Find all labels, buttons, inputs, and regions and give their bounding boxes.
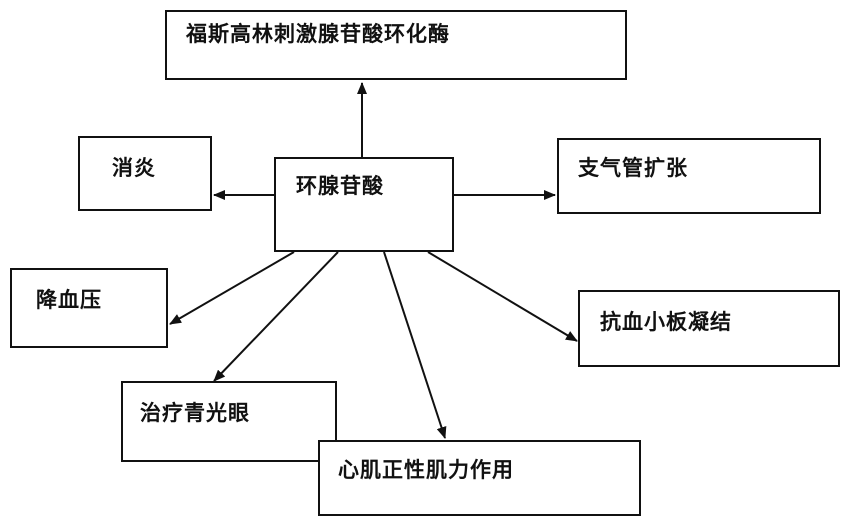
- arrow-to-bottom: [383, 251, 447, 439]
- node-glaucoma-treatment-label: 治疗青光眼: [140, 401, 250, 425]
- arrow-to-lower-left: [169, 251, 295, 325]
- node-anti-inflammatory-label: 消炎: [112, 156, 156, 180]
- node-bronchodilation-label: 支气管扩张: [578, 156, 688, 180]
- node-forskolin-label: 福斯高林刺激腺苷酸环化酶: [186, 22, 450, 46]
- node-lower-blood-pressure-label: 降血压: [36, 288, 102, 312]
- node-antiplatelet-box: [578, 290, 840, 367]
- node-camp-center-label: 环腺苷酸: [296, 174, 384, 198]
- node-bronchodilation-box: [557, 138, 821, 214]
- node-positive-inotropic-label: 心肌正性肌力作用: [338, 458, 514, 482]
- node-anti-inflammatory-box: [78, 136, 212, 211]
- node-antiplatelet-label: 抗血小板凝结: [600, 310, 732, 334]
- node-positive-inotropic-box: [318, 440, 641, 516]
- node-forskolin-box: [165, 10, 627, 80]
- arrow-to-glaucoma: [213, 251, 339, 382]
- arrow-to-lower-right: [427, 251, 578, 342]
- node-camp-center-box: [274, 157, 454, 252]
- node-glaucoma-treatment-box: [121, 381, 337, 462]
- node-lower-blood-pressure-box: [10, 268, 168, 348]
